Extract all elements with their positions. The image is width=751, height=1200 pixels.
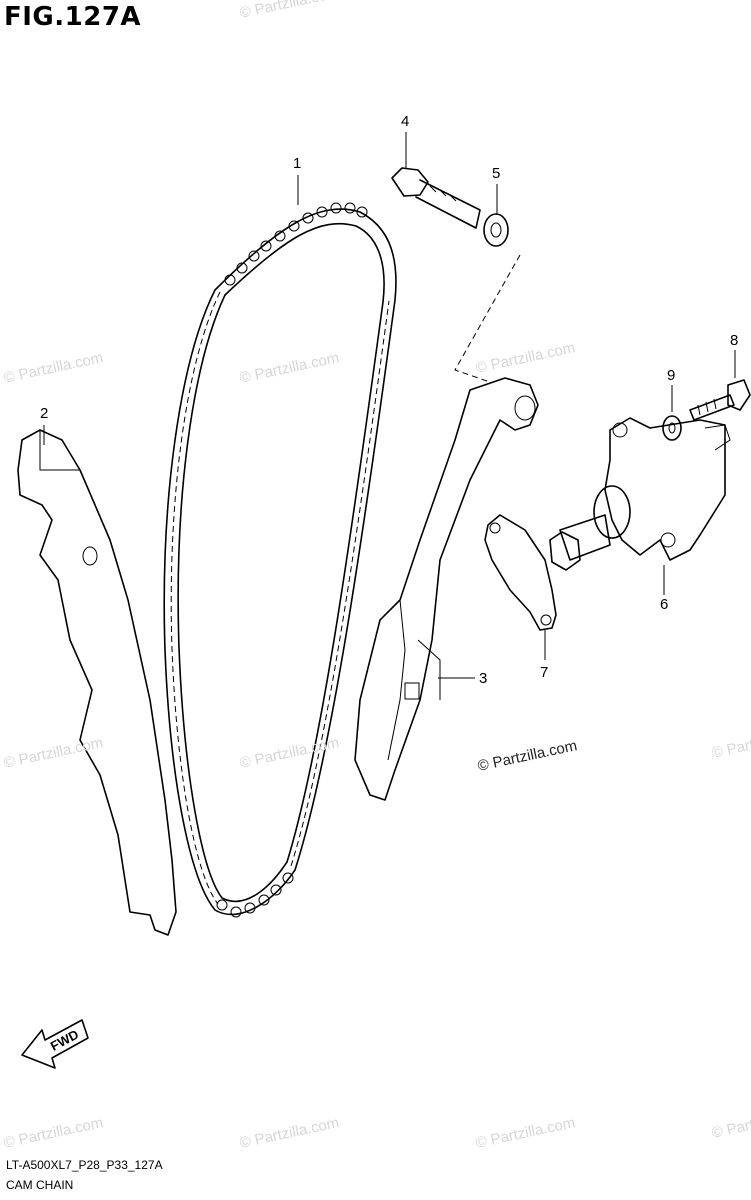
leader-lines [43,132,736,679]
chain-guide[interactable] [17,429,177,936]
bolt-part-4[interactable] [391,167,481,229]
callout-7: 7 [540,664,549,681]
callout-1: 1 [293,155,302,172]
callout-2: 2 [40,405,49,422]
callout-8: 8 [730,332,739,349]
callout-5: 5 [492,165,501,182]
tensioner-adjuster-part-6[interactable] [549,417,731,571]
model-code: LT-A500XL7_P28_P33_127A [6,1158,163,1172]
callout-3: 3 [479,670,488,687]
washer-part-9[interactable] [662,415,682,441]
section-name: CAM CHAIN [6,1178,74,1192]
gasket-part-7[interactable] [484,514,557,631]
bolt-part-8[interactable] [689,379,751,421]
callout-4: 4 [401,113,410,130]
fwd-label: FWD [48,1027,81,1054]
figure-title: FIG.127A [4,2,142,32]
callout-6: 6 [660,596,669,613]
callout-9: 9 [667,367,676,384]
fwd-arrow: FWD [21,1019,89,1069]
cam-chain[interactable] [163,202,397,918]
tensioner-arm[interactable] [354,377,539,801]
washer-part-5[interactable] [483,213,509,247]
